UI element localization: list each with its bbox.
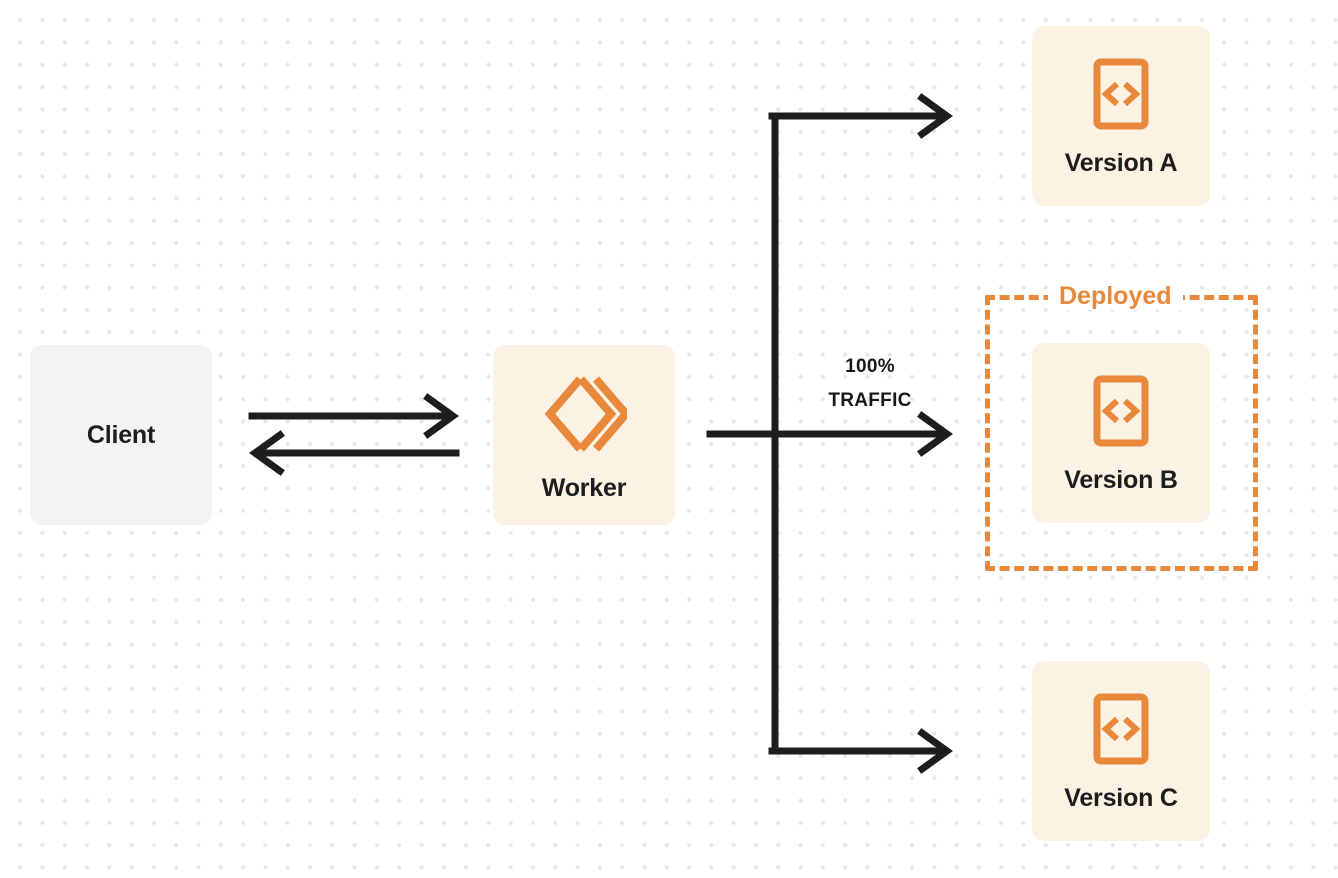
arrow-worker-to-version-a <box>768 93 953 139</box>
version-c-node: Version C <box>1032 661 1210 841</box>
code-file-icon <box>1093 58 1149 135</box>
version-b-label: Version B <box>1064 466 1178 494</box>
arrow-worker-to-version-c <box>768 728 953 774</box>
version-b-node: Version B <box>1032 343 1210 523</box>
worker-node: Worker <box>493 345 675 525</box>
code-file-icon <box>1093 375 1149 452</box>
client-node: Client <box>30 345 212 525</box>
client-label: Client <box>86 420 156 449</box>
traffic-word: TRAFFIC <box>828 390 912 411</box>
version-c-label: Version C <box>1064 784 1178 812</box>
arrow-worker-to-version-b <box>706 411 953 457</box>
traffic-percent: 100% <box>845 356 895 377</box>
version-a-node: Version A <box>1032 26 1210 206</box>
code-file-icon <box>1093 693 1149 770</box>
version-a-label: Version A <box>1064 149 1178 177</box>
arrow-worker-to-client <box>249 430 460 476</box>
arrow-client-to-worker <box>248 393 459 439</box>
worker-label: Worker <box>541 474 627 502</box>
traffic-annotation: 100% TRAFFIC <box>790 350 950 418</box>
cloudflare-workers-logo-icon <box>541 373 632 460</box>
deployed-label: Deployed <box>1048 282 1183 310</box>
